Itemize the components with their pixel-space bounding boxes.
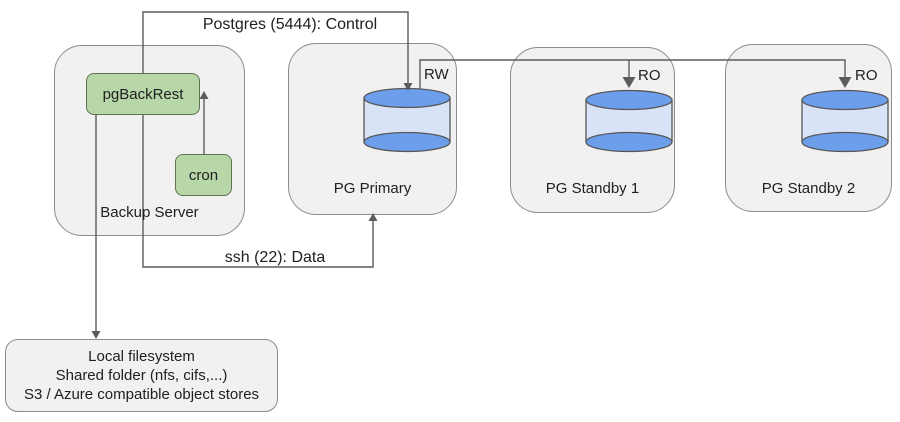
pg-primary-label: PG Primary bbox=[333, 180, 412, 197]
database-cylinder-primary bbox=[363, 87, 451, 153]
cron-label: cron bbox=[188, 166, 219, 184]
pg-standby1-label: PG Standby 1 bbox=[545, 180, 640, 197]
edge-cron-trigger bbox=[199, 91, 209, 154]
edge-postgres-control bbox=[142, 11, 413, 91]
storage-box bbox=[5, 339, 278, 412]
pgbackrest-label: pgBackRest bbox=[102, 85, 184, 103]
edge-backup-storage bbox=[91, 115, 101, 339]
database-cylinder-standby1 bbox=[585, 89, 673, 153]
pg-standby2-label: PG Standby 2 bbox=[761, 180, 856, 197]
cron-box: cron bbox=[175, 154, 232, 196]
backup-server-label: Backup Server bbox=[100, 204, 199, 221]
edge-ssh-data bbox=[142, 115, 378, 268]
rw-label: RW bbox=[424, 66, 449, 83]
ro-label-standby1: RO bbox=[638, 67, 661, 84]
edge-replication bbox=[419, 59, 852, 89]
ro-label-standby2: RO bbox=[855, 67, 878, 84]
storage-line: Local filesystem bbox=[88, 348, 195, 365]
storage-line: S3 / Azure compatible object stores bbox=[23, 386, 260, 403]
ssh-edge-label: ssh (22): Data bbox=[224, 249, 326, 266]
control-edge-label: Postgres (5444): Control bbox=[202, 16, 378, 33]
storage-line: Shared folder (nfs, cifs,...) bbox=[55, 367, 228, 384]
storage-label: Local filesystem Shared folder (nfs, cif… bbox=[5, 339, 278, 412]
database-cylinder-standby2 bbox=[801, 89, 889, 153]
pgbackrest-box: pgBackRest bbox=[86, 73, 200, 115]
